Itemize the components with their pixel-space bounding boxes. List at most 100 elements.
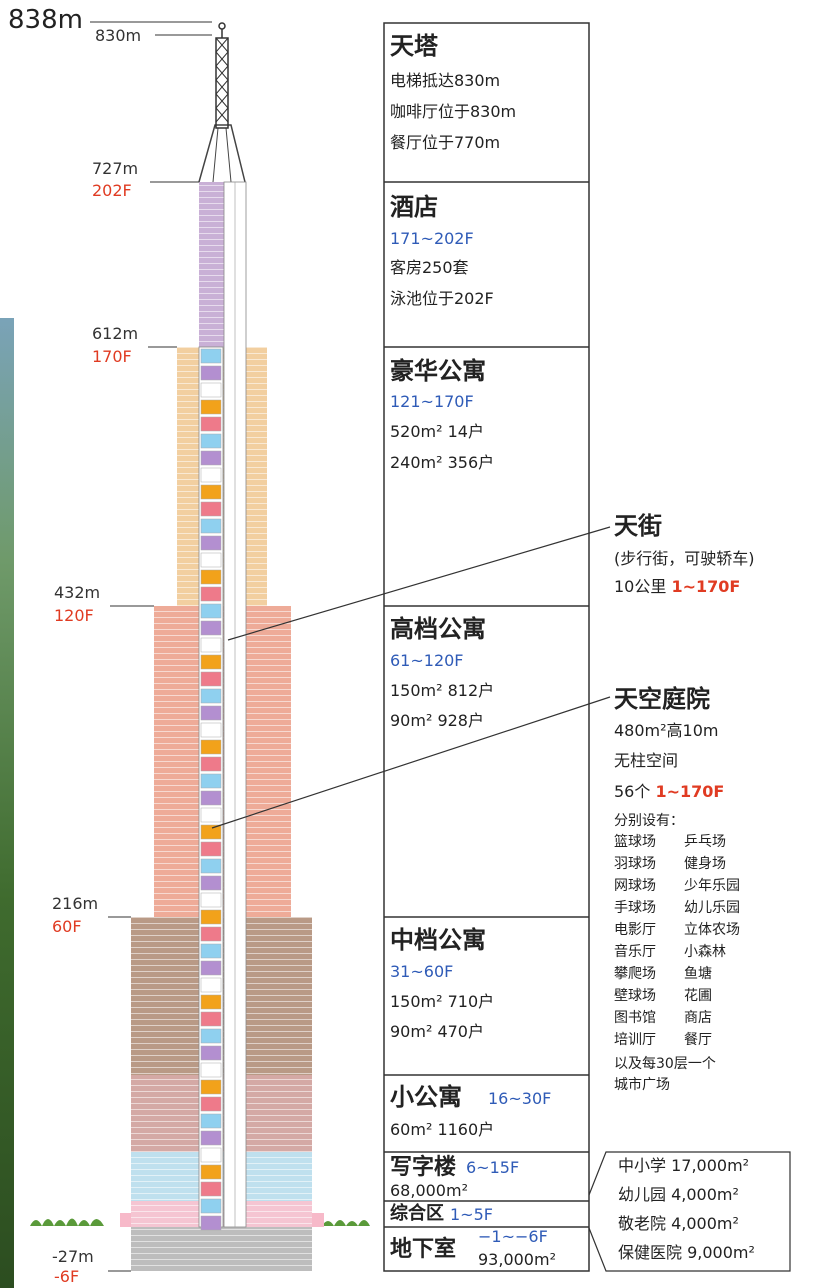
courtyard-block [200,467,222,483]
landscape-photo [0,318,14,1288]
sky-street-length: 10公里 1~170F [614,577,741,596]
courtyard-block [200,1215,222,1231]
public-service-item: 中小学 17,000m² [618,1156,750,1175]
courtyard-block [200,960,222,976]
courtyard-block [200,977,222,993]
facility-item: 图书馆 [614,1010,656,1026]
courtyard-block [200,1147,222,1163]
courtyard-block [200,416,222,432]
level-432-m: 432m [54,583,101,602]
courtyard-block [200,365,222,381]
facility-item: 花圃 [684,988,712,1004]
courtyard-block [200,1198,222,1214]
sky-street-title: 天街 [614,512,662,540]
level-727-floor: 202F [92,181,132,200]
courtyard-block [200,841,222,857]
zone-office-range: 6~15F [466,1158,520,1177]
courtyard-block [200,1113,222,1129]
courtyard-block [200,586,222,602]
courtyard-block [200,348,222,364]
courtyard-block [200,722,222,738]
facility-item: 壁球场 [614,988,656,1004]
zone-sky-tower-line: 电梯抵达830m [390,71,501,90]
courtyard-block [200,739,222,755]
courtyard-block [200,926,222,942]
courtyard-block [200,1164,222,1180]
courtyard-block [200,1181,222,1197]
callout-lines [211,526,791,1272]
level-216-floor: 60F [52,917,82,936]
courtyard-block [200,943,222,959]
zone-basement-title: 地下室 [390,1237,457,1262]
facility-item: 商店 [684,1010,712,1026]
zone-highend-range: 61~120F [390,651,464,670]
courtyard-block [200,756,222,772]
level-216-m: 216m [52,894,99,913]
zone-midrange-range: 31~60F [390,962,454,981]
courtyard-block [200,773,222,789]
zone-hotel-line: 泳池位于202F [390,289,494,308]
zone-highend-line: 150m² 812户 [390,681,495,700]
courtyard-block [200,892,222,908]
level-ticks [90,21,212,1272]
zone-luxury-line: 240m² 356户 [390,453,495,472]
zone-hotel-line: 客房250套 [390,258,469,277]
zone-mixed-title: 综合区 [390,1203,444,1224]
facility-item: 立体农场 [684,922,740,938]
zone-table [383,22,590,1272]
courtyard-block [200,1011,222,1027]
level-830-m: 830m [95,26,142,45]
facility-item: 鱼塘 [684,966,712,982]
courtyard-block [200,382,222,398]
courtyard-block [200,790,222,806]
courtyard-block [200,552,222,568]
zone-hotel-title: 酒店 [390,193,438,221]
facility-item: 健身场 [684,856,726,872]
level-basement-m: -27m [52,1247,94,1266]
facility-item: 篮球场 [614,834,656,850]
zone-sky-tower-title: 天塔 [390,32,438,60]
central-core [198,181,247,1231]
sky-courtyard-range: 1~170F [655,782,725,801]
courtyard-block [200,603,222,619]
facility-item: 乒乓场 [684,834,726,850]
public-service-item: 敬老院 4,000m² [618,1214,739,1233]
sky-courtyard-title: 天空庭院 [614,685,710,713]
level-727-m: 727m [92,159,139,178]
zone-small-range: 16~30F [488,1089,552,1108]
zone-basement-line: 93,000m² [478,1250,556,1269]
courtyard-block [200,1045,222,1061]
public-service-item: 幼儿园 4,000m² [618,1185,739,1204]
courtyard-block [200,399,222,415]
level-432-floor: 120F [54,606,94,625]
sky-courtyard-count: 56个 1~170F [614,782,725,801]
zone-highend-line: 90m² 928户 [390,711,484,730]
sky-courtyard-spec: 480m²高10m [614,721,719,740]
courtyard-block [200,807,222,823]
courtyard-block [200,1079,222,1095]
sky-courtyard-note: 无柱空间 [614,751,679,770]
courtyard-block [200,654,222,670]
courtyard-block [200,824,222,840]
facility-item: 培训厅 [614,1032,656,1048]
public-service-item: 保健医院 9,000m² [618,1243,755,1262]
facility-item: 网球场 [614,878,656,894]
level-612-floor: 170F [92,347,132,366]
facility-item: 电影厅 [614,922,656,938]
zone-small-title: 小公寓 [390,1083,462,1111]
facility-item: 餐厅 [684,1032,712,1048]
zone-sky-tower-line: 餐厅位于770m [390,133,501,152]
zone-midrange-title: 中档公寓 [390,926,486,954]
courtyard-block [200,671,222,687]
ground-hedge [30,1218,370,1226]
facility-item: 羽球场 [614,856,656,872]
zone-mixed-range: 1~5F [450,1205,493,1224]
courtyard-block [200,858,222,874]
courtyard-block [200,450,222,466]
zone-office-title: 写字楼 [390,1155,457,1180]
facilities-footer: 城市广场 [614,1077,670,1093]
facility-item: 少年乐园 [684,878,740,894]
courtyard-block [200,1028,222,1044]
top-height-label: 838m [8,5,83,35]
